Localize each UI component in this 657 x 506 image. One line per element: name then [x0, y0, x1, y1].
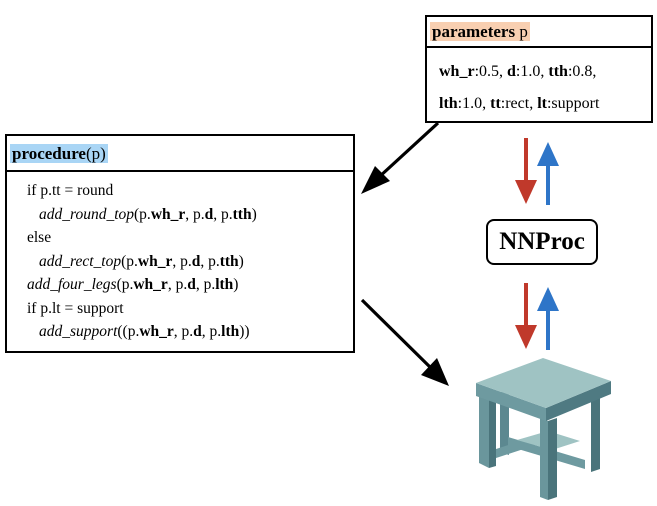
param-key: tth [548, 63, 568, 80]
code-text: , p. [201, 323, 222, 340]
function-name: add_support [39, 323, 118, 340]
code-text: ) [233, 276, 239, 293]
code-text: ((p. [117, 323, 140, 340]
code-text: (p. [134, 205, 151, 223]
param-value: :1.0, [515, 63, 549, 80]
code-text: ) [238, 252, 244, 270]
param-key: wh_r [439, 63, 475, 80]
procedure-header: procedure(p) [7, 136, 353, 172]
code-text: , p. [213, 205, 233, 223]
param-key: tt [490, 95, 501, 112]
parameters-row-2: lth:1.0, tt:rect, lt:support [439, 88, 651, 120]
arg-key: d [191, 252, 201, 270]
procedure-title-highlight: procedure(p) [10, 144, 108, 163]
code-text: , p. [172, 252, 192, 270]
function-name: add_four_legs [27, 276, 117, 293]
code-text: (p. [116, 276, 134, 293]
arrow-procedure-to-stool [360, 298, 449, 386]
arg-key: d [193, 323, 202, 340]
code-line-5: add_four_legs(p.wh_r, p.d, p.lth) [27, 273, 353, 297]
arg-key: wh_r [139, 323, 174, 340]
arrow-params-to-procedure [361, 121, 440, 194]
param-key: d [507, 63, 516, 80]
arg-key: lth [215, 276, 234, 293]
param-value: :rect, [500, 95, 538, 112]
arrow-nnproc-to-stool [515, 283, 537, 349]
arg-key: wh_r [150, 205, 186, 223]
code-text: , p. [195, 276, 216, 293]
procedure-title: procedure [12, 144, 86, 163]
arg-key: tth [232, 205, 252, 223]
function-name: add_round_top [39, 205, 135, 223]
param-key: lth [439, 95, 458, 112]
param-value: :support [546, 95, 600, 112]
parameters-title: parameters [432, 22, 516, 41]
procedure-box: procedure(p) if p.tt = round add_round_t… [5, 134, 355, 353]
param-value: :1.0, [457, 95, 491, 112]
code-text: (p. [121, 252, 138, 270]
code-text: , p. [167, 276, 188, 293]
code-text: )) [239, 323, 250, 340]
arrow-nnproc-to-params [537, 142, 559, 205]
arg-key: wh_r [137, 252, 173, 270]
procedure-title-args: (p) [85, 144, 106, 163]
arg-key: d [187, 276, 196, 293]
arg-key: wh_r [133, 276, 168, 293]
arg-key: lth [221, 323, 240, 340]
code-line-4: add_rect_top(p.wh_r, p.d, p.tth) [27, 250, 353, 274]
param-value: :0.8, [567, 63, 597, 80]
parameters-title-highlight: parameters p [430, 22, 530, 41]
code-line-7: add_support((p.wh_r, p.d, p.lth)) [27, 320, 353, 344]
nnproc-box: NNProc [486, 219, 598, 265]
code-text: ) [251, 205, 257, 223]
code-line-3: else [27, 229, 52, 246]
code-text: , p. [185, 205, 205, 223]
arg-key: tth [219, 252, 239, 270]
code-line-1: if p.tt = round [27, 182, 114, 199]
code-text: , p. [173, 323, 194, 340]
procedure-body: if p.tt = round add_round_top(p.wh_r, p.… [7, 172, 353, 344]
stool-3d-icon [476, 358, 611, 500]
arrow-params-to-nnproc [515, 138, 537, 204]
parameters-title-var: p [515, 22, 528, 41]
code-line-2: add_round_top(p.wh_r, p.d, p.tth) [27, 203, 353, 227]
parameters-row-1: wh_r:0.5, d:1.0, tth:0.8, [439, 56, 651, 88]
param-key: lt [537, 95, 547, 112]
arg-key: d [204, 205, 214, 223]
code-line-6: if p.lt = support [27, 299, 124, 317]
param-value: :0.5, [474, 63, 508, 80]
arrow-stool-to-nnproc [537, 287, 559, 350]
parameters-header: parameters p [427, 17, 651, 48]
code-text: , p. [200, 252, 220, 270]
parameters-box: parameters p wh_r:0.5, d:1.0, tth:0.8, l… [425, 15, 653, 123]
function-name: add_rect_top [39, 252, 122, 270]
parameters-body: wh_r:0.5, d:1.0, tth:0.8, lth:1.0, tt:re… [427, 48, 651, 120]
